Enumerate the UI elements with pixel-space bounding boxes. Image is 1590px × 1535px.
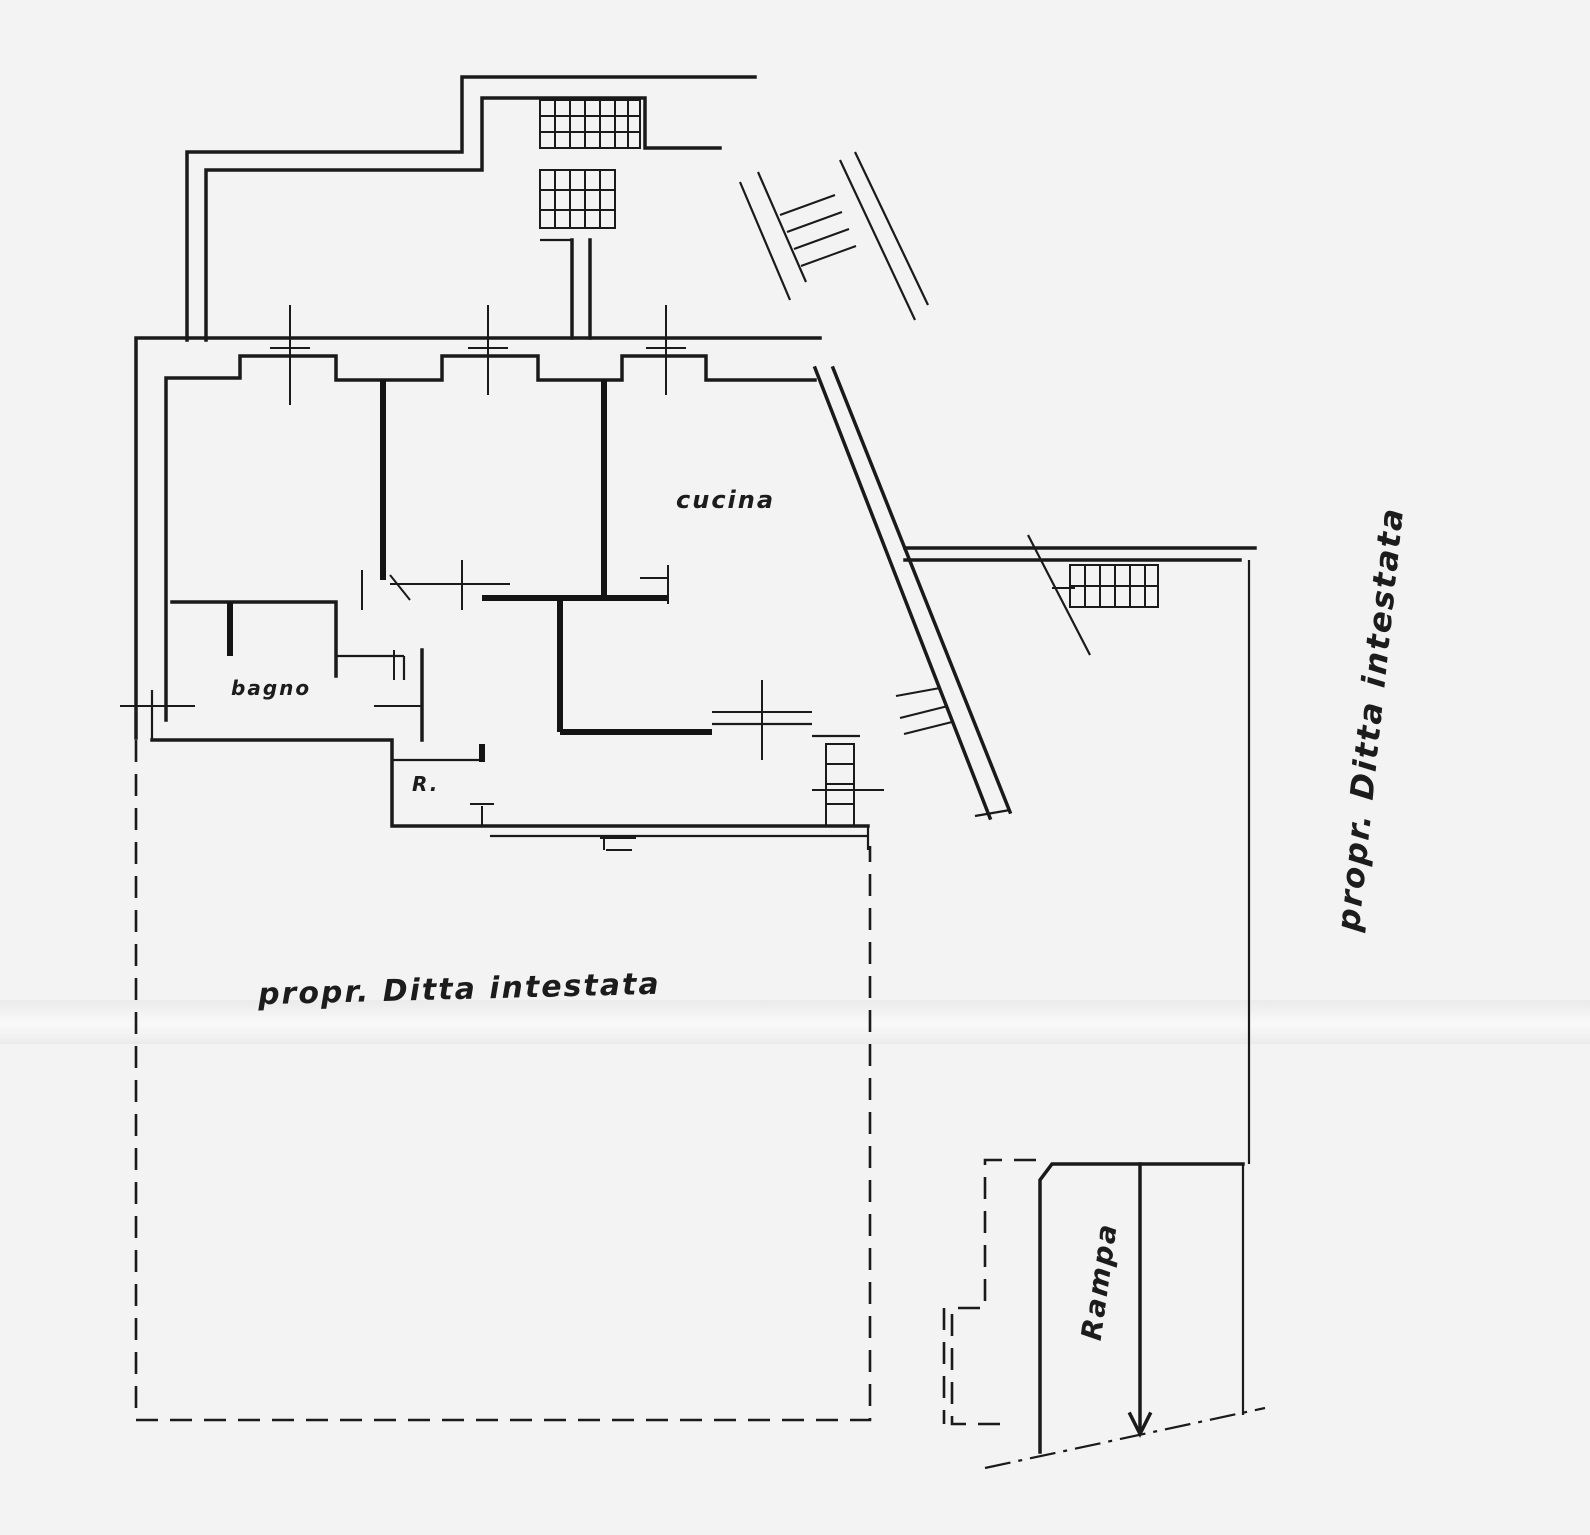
stairs-terrace: [1052, 564, 1159, 608]
openings: [120, 305, 812, 851]
ramp: [1038, 1162, 1245, 1454]
stairs-upper: [539, 99, 857, 267]
upper-wing-walls: [185, 75, 929, 342]
room-label-kitchen: cucina: [676, 486, 776, 514]
boundaries: [134, 740, 1266, 1470]
terrace-walls: [903, 534, 1257, 1415]
stairs-lower: [812, 687, 953, 827]
main-walls: [134, 336, 1013, 850]
room-label-closet: R.: [412, 772, 440, 796]
room-label-bathroom: bagno: [231, 676, 312, 700]
